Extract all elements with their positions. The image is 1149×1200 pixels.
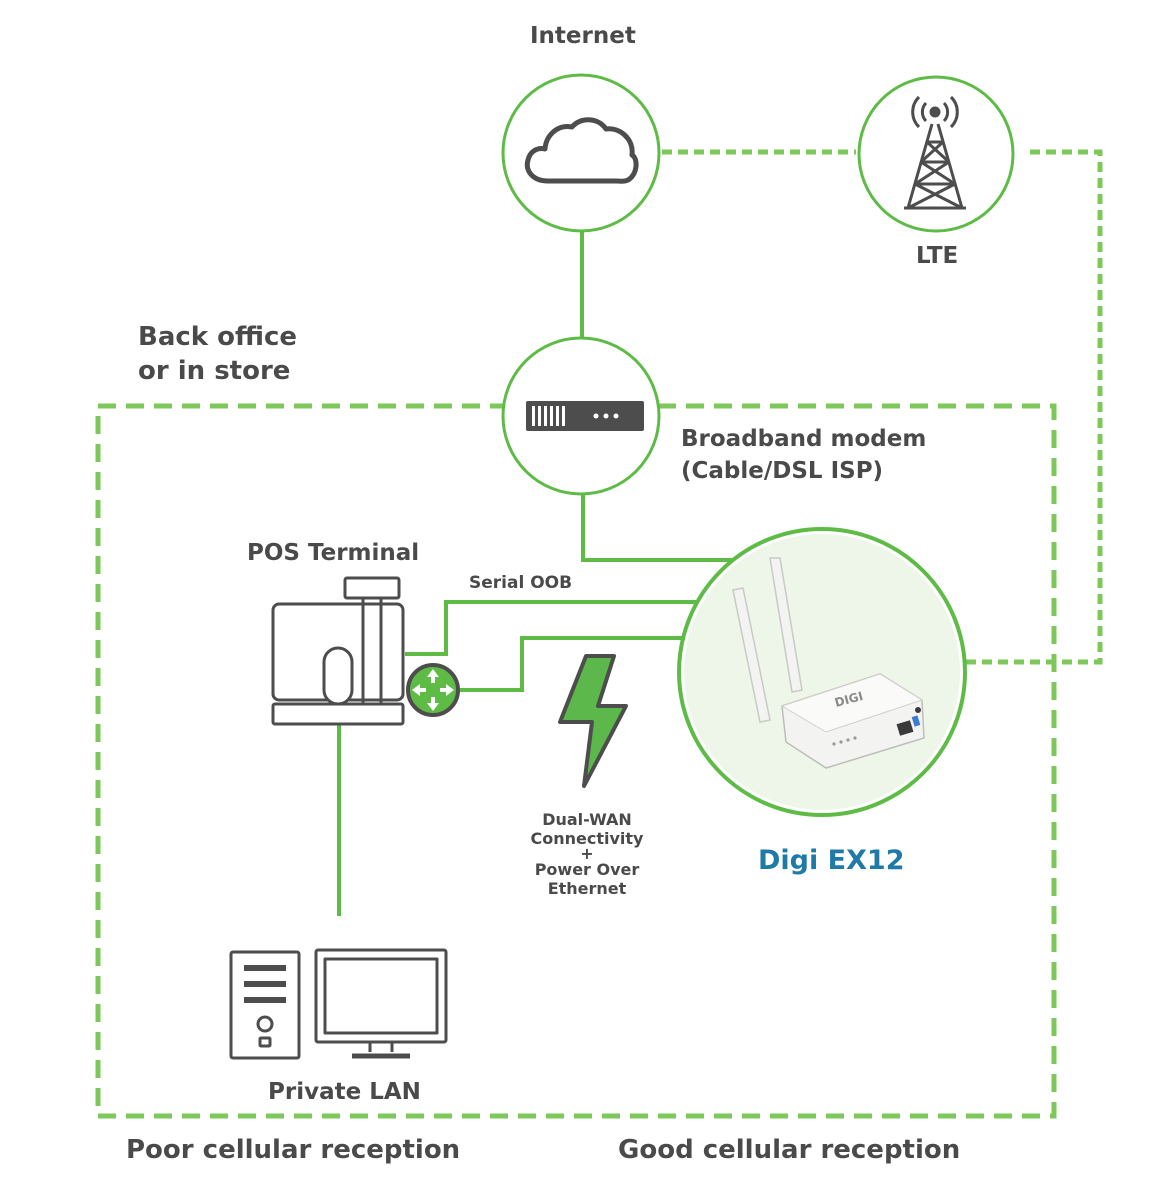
serial-oob-label: Serial OOB xyxy=(469,573,573,593)
private-lan-label: Private LAN xyxy=(268,1079,421,1105)
back-office-line-1: Back office xyxy=(138,322,298,352)
back-office-line-2: or in store xyxy=(138,356,291,386)
dual-wan-line-2: Connectivity xyxy=(530,829,644,848)
lightning-bolt-icon xyxy=(558,654,628,788)
ethernet-link xyxy=(460,636,688,692)
product-name-label: Digi EX12 xyxy=(758,845,905,876)
dual-wan-line-5: Ethernet xyxy=(547,879,627,898)
lte-to-router-dashed xyxy=(962,149,1103,665)
modem-label-line-2: (Cable/DSL ISP) xyxy=(681,458,884,484)
serial-oob-link xyxy=(405,600,700,656)
lte-node xyxy=(857,75,1015,233)
modem-label-line-1: Broadband modem xyxy=(681,426,927,452)
pos-terminal-icon xyxy=(271,576,405,726)
modem-label: Broadband modem (Cable/DSL ISP) xyxy=(681,423,926,487)
good-reception-label: Good cellular reception xyxy=(618,1135,961,1165)
router-device-icon: DIGI xyxy=(732,557,925,769)
dual-wan-line-3: + xyxy=(580,844,594,863)
dual-wan-line-1: Dual-WAN xyxy=(542,810,632,829)
poor-reception-label: Poor cellular reception xyxy=(126,1135,461,1165)
modem-icon xyxy=(526,401,644,431)
network-switch-icon xyxy=(406,663,460,717)
cell-tower-icon xyxy=(904,95,966,210)
internet-node xyxy=(501,73,661,233)
router-node: DIGI xyxy=(677,527,967,817)
modem-to-router-link xyxy=(581,494,740,562)
internet-label: Internet xyxy=(530,23,636,49)
dual-wan-line-4: Power Over xyxy=(534,860,640,879)
modem-node xyxy=(501,336,661,496)
lte-label: LTE xyxy=(916,243,959,269)
cloud-icon xyxy=(524,117,639,184)
back-office-label: Back office or in store xyxy=(138,320,297,388)
dual-wan-label: Dual-WAN Connectivity + Power Over Ether… xyxy=(507,810,667,898)
pos-terminal-label: POS Terminal xyxy=(247,540,420,566)
desktop-computer-icon xyxy=(229,948,448,1060)
